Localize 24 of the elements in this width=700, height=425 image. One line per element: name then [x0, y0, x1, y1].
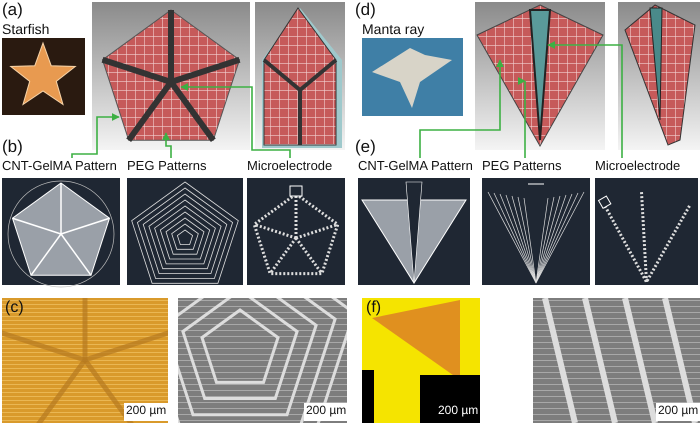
callout-label: CNT-GelMA Pattern [358, 158, 473, 173]
scale-bar-label: 200 µm [436, 403, 480, 421]
panel-letter: (a) [2, 0, 23, 19]
leader-line [521, 80, 529, 158]
photo-caption: Manta ray [362, 21, 424, 37]
scale-bar-label: 200 µm [124, 403, 168, 421]
leader-line [419, 59, 504, 158]
scale-bar-label: 200 µm [304, 403, 348, 421]
leader-line [162, 132, 172, 158]
photo-caption: Starfish [2, 21, 50, 37]
panel-letter: (d) [355, 0, 376, 19]
leader-line [180, 83, 291, 158]
callout-label: CNT-GelMA Pattern [2, 158, 117, 173]
callout-label: Microelectrode [595, 158, 680, 173]
panel-letter: (b) [2, 137, 23, 156]
scale-bar-label: 200 µm [656, 403, 700, 421]
panel-letter: (c) [5, 299, 24, 317]
panel-letter: (e) [355, 137, 376, 156]
callout-label: Microelectrode [247, 158, 332, 173]
leader-line [547, 41, 623, 158]
leader-line [71, 113, 120, 158]
callout-label: PEG Patterns [127, 158, 206, 173]
panel-letter: (f) [366, 299, 382, 317]
callout-label: PEG Patterns [482, 158, 562, 173]
